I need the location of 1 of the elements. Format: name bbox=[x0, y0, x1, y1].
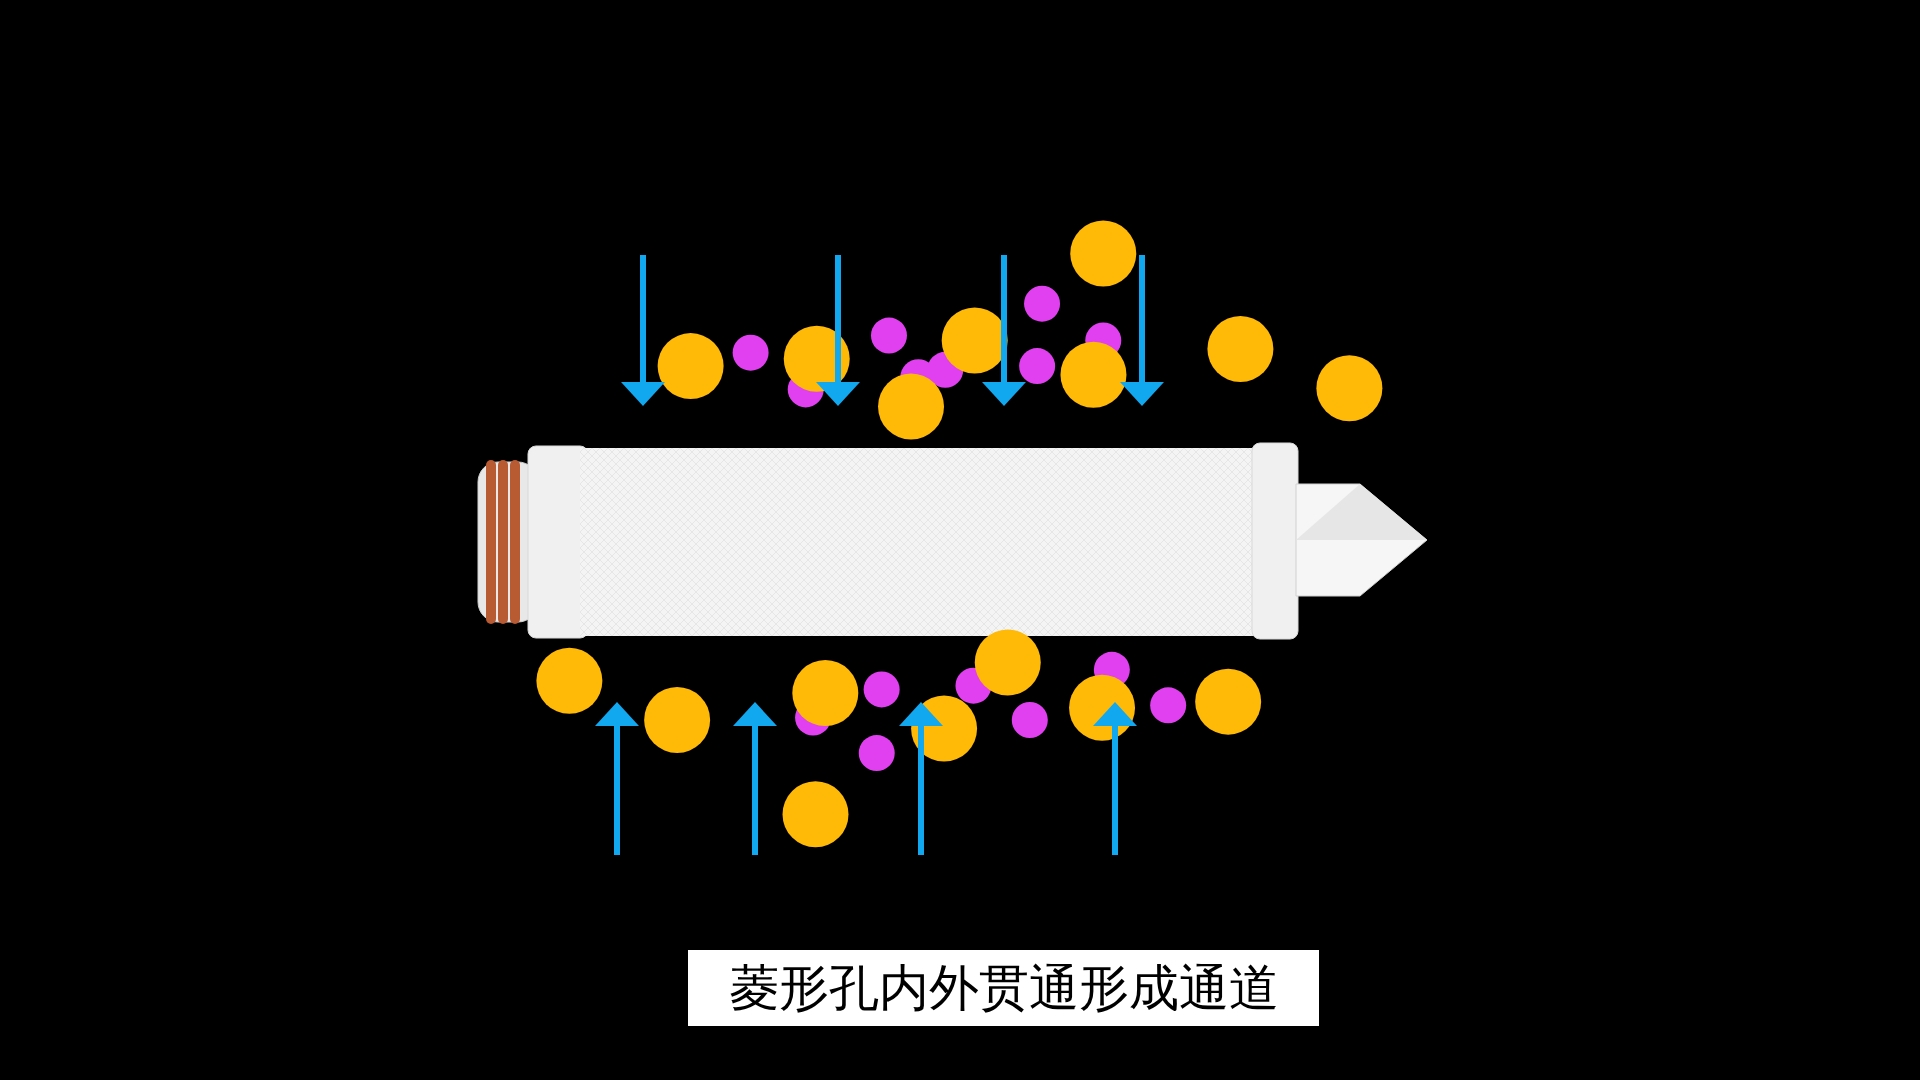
caption: 菱形孔内外贯通形成通道 bbox=[688, 950, 1319, 1026]
